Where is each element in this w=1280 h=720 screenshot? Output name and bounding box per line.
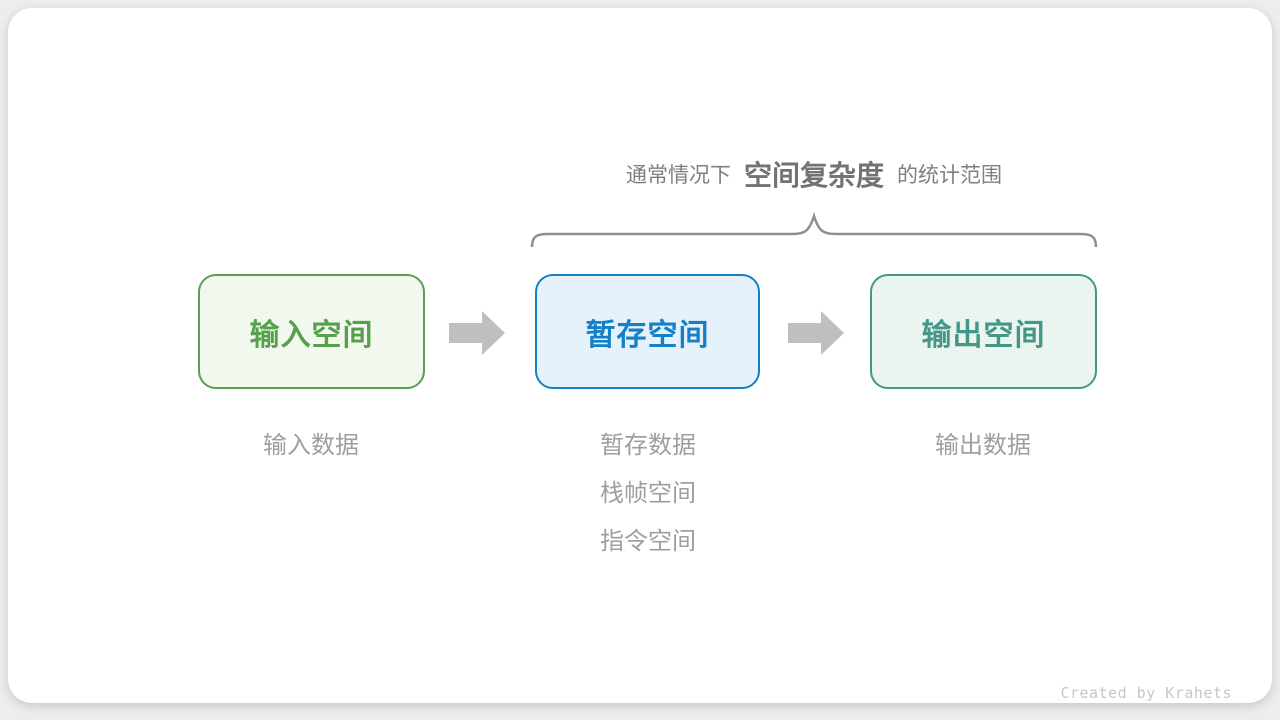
scope-title-highlight: 空间复杂度 bbox=[743, 160, 885, 191]
annotation-line: 输入数据 bbox=[263, 432, 359, 459]
scope-title-suffix: 的统计范围 bbox=[897, 164, 1003, 187]
output-space-label: 输出空间 bbox=[921, 318, 1046, 352]
temp-space-box: 暂存空间 bbox=[535, 274, 760, 389]
annotation-line: 输出数据 bbox=[935, 432, 1031, 459]
annotation-line: 栈帧空间 bbox=[600, 480, 696, 507]
output-space-box: 输出空间 bbox=[870, 274, 1097, 389]
annotation-line: 暂存数据 bbox=[600, 432, 696, 459]
credit-text: Created by Krahets bbox=[1060, 684, 1232, 702]
annotation-line: 指令空间 bbox=[600, 528, 696, 555]
scope-title: 通常情况下 空间复杂度 的统计范围 bbox=[626, 154, 1002, 194]
diagram-card: 通常情况下 空间复杂度 的统计范围 输入空间 暂存空间 输出空间 bbox=[8, 8, 1272, 703]
curly-brace-icon bbox=[530, 209, 1098, 247]
input-annotations: 输入数据 bbox=[263, 422, 359, 470]
temp-annotations: 暂存数据 栈帧空间 指令空间 bbox=[600, 422, 696, 566]
input-space-label: 输入空间 bbox=[249, 318, 374, 352]
output-annotations: 输出数据 bbox=[935, 422, 1031, 470]
input-space-box: 输入空间 bbox=[198, 274, 425, 389]
arrow-right-icon bbox=[788, 310, 845, 356]
temp-space-label: 暂存空间 bbox=[585, 318, 710, 352]
scope-title-prefix: 通常情况下 bbox=[625, 164, 731, 187]
arrow-right-icon bbox=[449, 310, 506, 356]
